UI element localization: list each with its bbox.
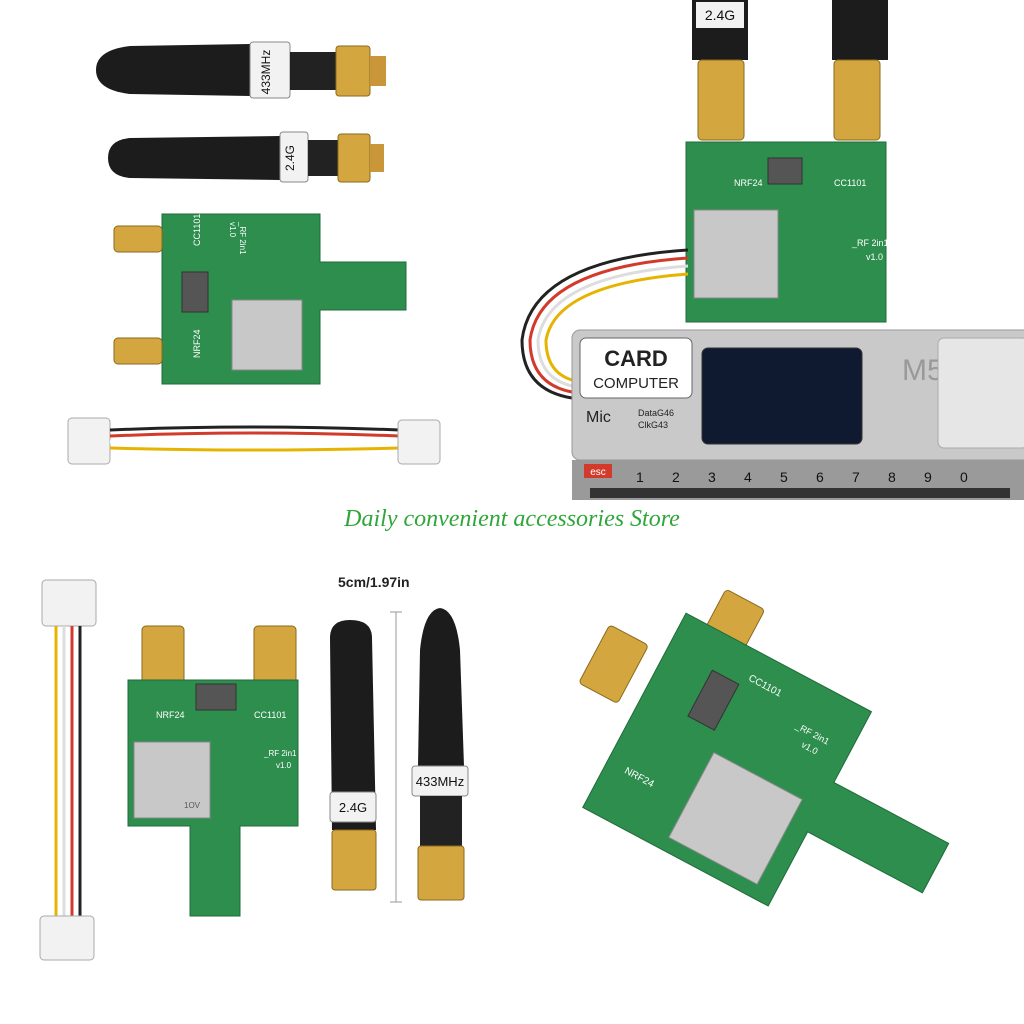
front-cc1101: CC1101 xyxy=(254,710,286,720)
antennas-mounted: 2.4G xyxy=(692,0,888,141)
jst-cable xyxy=(67,417,441,465)
rf-board-front: NRF24 CC1101 _RF 2in1 v1.0 1OV xyxy=(127,625,299,917)
front-rf: _RF 2in1 xyxy=(263,749,297,758)
connector-cable xyxy=(520,248,689,400)
rf-board-top: CC1101 NRF24 _RF 2in1 v1.0 xyxy=(113,213,407,385)
dimension-line xyxy=(390,611,402,903)
key-7: 7 xyxy=(852,469,860,485)
key-4: 4 xyxy=(744,469,752,485)
antenna-433-vertical: 433MHz xyxy=(411,608,469,901)
key-1: 1 xyxy=(636,469,644,485)
antenna-433mhz: 433MHz xyxy=(96,41,386,99)
product-parts-panel: 433MHz 2.4G CC1101 NRF24 _RF 2in1 v1.0 xyxy=(0,0,512,500)
key-0: 0 xyxy=(960,469,968,485)
dimension-label: 5cm/1.97in xyxy=(338,574,410,590)
module-mark: 1OV xyxy=(184,801,201,810)
rf-version-label: v1.0 xyxy=(228,222,237,238)
key-3: 3 xyxy=(708,469,716,485)
store-name: Daily convenient accessories Store xyxy=(344,506,680,532)
mounted-24-label: 2.4G xyxy=(705,7,735,23)
key-5: 5 xyxy=(780,469,788,485)
rf-board-angled: CC1101 NRF24 _RF 2in1 v1.0 xyxy=(579,590,950,907)
card-computer-device: CARD COMPUTER Mic DataG46 ClkG43 M5 xyxy=(571,329,1024,500)
mounted-ver: v1.0 xyxy=(866,252,883,262)
antenna-24-label: 2.4G xyxy=(283,145,297,171)
antenna-433-label: 433MHz xyxy=(259,50,273,95)
vert-433-label: 433MHz xyxy=(416,774,464,789)
mic-label: Mic xyxy=(586,409,611,426)
card-computer-panel: 2.4G NRF24 CC1101 _RF 2in1 v1.0 CARD COM… xyxy=(512,0,1024,500)
antenna-24-vertical: 2.4G xyxy=(329,620,377,891)
data-pin-label: DataG46 xyxy=(638,408,674,418)
key-8: 8 xyxy=(888,469,896,485)
m5-logo: M5 xyxy=(902,354,944,387)
key-esc: esc xyxy=(590,467,606,478)
key-6: 6 xyxy=(816,469,824,485)
vert-24-label: 2.4G xyxy=(339,800,367,815)
angled-board-panel: CC1101 NRF24 _RF 2in1 v1.0 xyxy=(512,540,1024,1024)
cc1101-label: CC1101 xyxy=(192,214,202,246)
mounted-rf: _RF 2in1 xyxy=(851,238,889,248)
vertical-cable xyxy=(39,579,97,961)
front-nrf24: NRF24 xyxy=(156,710,185,720)
mounted-cc1101: CC1101 xyxy=(834,178,866,188)
nrf24-label: NRF24 xyxy=(192,329,202,358)
brand-card: CARD xyxy=(604,346,668,371)
antenna-2-4g: 2.4G xyxy=(108,131,384,183)
keyboard-row: esc 1 2 3 4 5 6 7 8 9 0 xyxy=(584,464,1010,498)
rf-2in1-label: _RF 2in1 xyxy=(238,221,247,255)
clk-pin-label: ClkG43 xyxy=(638,420,668,430)
key-2: 2 xyxy=(672,469,680,485)
key-9: 9 xyxy=(924,469,932,485)
front-ver: v1.0 xyxy=(276,761,292,770)
mounted-nrf24: NRF24 xyxy=(734,178,763,188)
oled-screen xyxy=(701,347,863,445)
brand-computer: COMPUTER xyxy=(593,375,679,392)
rf-board-mounted: NRF24 CC1101 _RF 2in1 v1.0 xyxy=(685,141,889,323)
size-comparison-panel: NRF24 CC1101 _RF 2in1 v1.0 1OV 2.4G 433M… xyxy=(0,540,512,1024)
